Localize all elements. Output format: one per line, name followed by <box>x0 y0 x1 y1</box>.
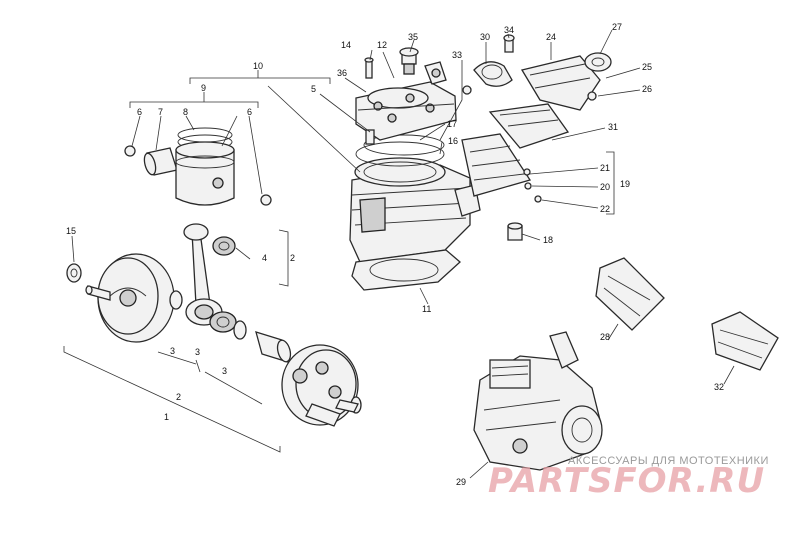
head-stud <box>364 57 374 79</box>
callout-labels: 10 9 6 7 8 6 5 14 12 36 35 33 30 34 24 2… <box>66 22 724 487</box>
head-gasket <box>355 141 445 167</box>
cylinder <box>349 157 481 263</box>
wrist-pin-clip-left <box>124 145 136 157</box>
callout-12: 12 <box>377 40 387 50</box>
callout-3-right: 3 <box>222 366 227 376</box>
wrist-pin-clip-right <box>260 194 272 206</box>
banjo-bolt <box>503 34 515 53</box>
piston-assembly <box>124 127 272 206</box>
crank-pin <box>255 331 292 363</box>
callout-35: 35 <box>408 32 418 42</box>
callout-28: 28 <box>600 332 610 342</box>
reed-stop <box>534 195 542 203</box>
callout-24: 24 <box>546 32 556 42</box>
reed-washer <box>524 182 532 190</box>
complete-engine <box>473 331 603 471</box>
callout-2-top: 2 <box>290 253 295 263</box>
watermark: АКСЕССУАРЫ ДЛЯ МОТОТЕХНИКИ PARTSFOR.RU <box>488 455 769 501</box>
callout-34: 34 <box>504 25 514 35</box>
callout-5: 5 <box>311 84 316 94</box>
spark-plug-insert <box>399 47 419 75</box>
bracket-lines <box>63 77 615 453</box>
callout-36: 36 <box>337 68 347 78</box>
callout-1: 1 <box>164 412 169 422</box>
callout-18: 18 <box>543 235 553 245</box>
callout-10: 10 <box>253 61 263 71</box>
callout-6-right: 6 <box>247 107 252 117</box>
crankshaft-left-half <box>85 253 175 343</box>
callout-17: 17 <box>447 119 457 129</box>
callout-20: 20 <box>600 182 610 192</box>
callout-33: 33 <box>452 50 462 60</box>
callout-14: 14 <box>341 40 351 50</box>
callout-11: 11 <box>422 304 431 314</box>
callout-3-left: 3 <box>170 346 175 356</box>
callout-4: 4 <box>262 253 267 263</box>
callout-25: 25 <box>642 62 652 72</box>
callout-31: 31 <box>608 122 618 132</box>
crankshaft-right-half <box>281 344 362 427</box>
leader-lines <box>71 29 735 479</box>
callout-6-left: 6 <box>137 107 142 117</box>
reed-screw <box>523 168 531 176</box>
callout-2-bottom: 2 <box>176 392 181 402</box>
base-gasket <box>351 249 461 291</box>
o-ring <box>363 134 445 156</box>
intake-elbow <box>473 61 513 87</box>
callout-9: 9 <box>201 83 206 93</box>
head-nut <box>424 61 447 85</box>
manifold-screw <box>587 91 597 101</box>
intake-seal <box>462 85 472 95</box>
callout-15: 15 <box>66 226 76 236</box>
gasket-kit-28 <box>595 257 665 331</box>
callout-22: 22 <box>600 204 610 214</box>
callout-32: 32 <box>714 382 724 392</box>
callout-3-mid: 3 <box>195 347 200 357</box>
gasket-kit-32 <box>711 311 779 371</box>
callout-27: 27 <box>612 22 622 32</box>
cylinder-head <box>355 81 457 141</box>
callout-29: 29 <box>456 477 466 487</box>
callout-26: 26 <box>642 84 652 94</box>
reed-valve-gasket <box>488 103 570 149</box>
callout-21: 21 <box>600 163 610 173</box>
callout-16: 16 <box>448 136 458 146</box>
callout-8: 8 <box>183 107 188 117</box>
watermark-logo: PARTSFOR.RU <box>488 461 765 501</box>
reed-valve-block <box>461 133 532 197</box>
cylinder-bolt <box>365 129 375 145</box>
watermark-caption: АКСЕССУАРЫ ДЛЯ МОТОТЕХНИКИ <box>568 455 769 467</box>
piston <box>175 141 235 206</box>
big-end-bearing <box>209 311 237 333</box>
callout-30: 30 <box>480 32 490 42</box>
crank-shim-right <box>233 320 247 340</box>
callout-7: 7 <box>158 107 163 117</box>
wrist-pin <box>143 147 178 176</box>
small-end-bearing <box>212 236 236 256</box>
exhaust-stud-nut <box>507 222 523 241</box>
callout-19: 19 <box>620 179 630 189</box>
intake-flange <box>584 52 612 72</box>
crank-seal-washer <box>66 263 82 283</box>
crank-shim-left <box>169 290 183 310</box>
